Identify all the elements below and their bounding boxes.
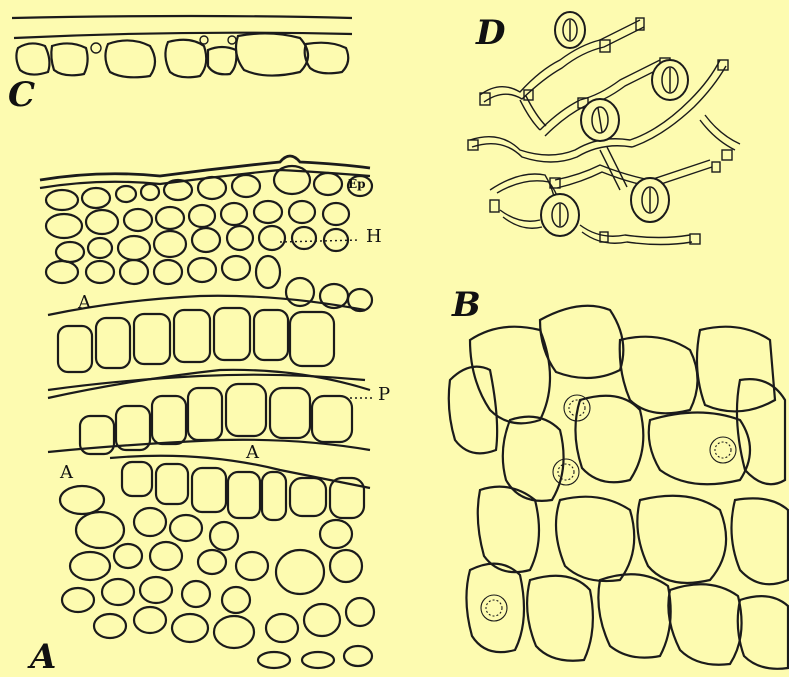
panel-d-label: D	[476, 16, 505, 50]
panel-b-label: B	[452, 288, 481, 322]
palisade-band	[48, 296, 365, 390]
parenchyma-label: P	[378, 386, 390, 404]
hypodermis-layer	[46, 201, 372, 311]
panel-b-drawing	[449, 306, 788, 669]
stoma	[581, 99, 619, 141]
stoma	[631, 178, 669, 222]
stoma	[555, 12, 585, 48]
stoma	[652, 60, 688, 100]
spongy-layer	[60, 486, 374, 668]
palisade-band	[110, 456, 370, 520]
crystal	[553, 459, 579, 485]
panel-c-label: C	[8, 78, 35, 112]
air-space-label: A	[246, 444, 259, 462]
stoma	[541, 194, 579, 236]
air-space-label: A	[60, 464, 73, 482]
air-space-label: A	[78, 294, 91, 312]
panel-a-drawing	[40, 156, 374, 668]
panel-c-drawing	[12, 16, 352, 77]
crystal	[481, 595, 507, 621]
panel-d-drawing	[468, 12, 740, 245]
panel-a-label: A	[30, 640, 56, 674]
crystal	[710, 437, 736, 463]
hypodermis-label: H	[366, 228, 382, 246]
palisade-band	[48, 370, 370, 454]
epidermis-layer	[46, 166, 372, 210]
epidermis-label: Ep	[348, 178, 366, 190]
